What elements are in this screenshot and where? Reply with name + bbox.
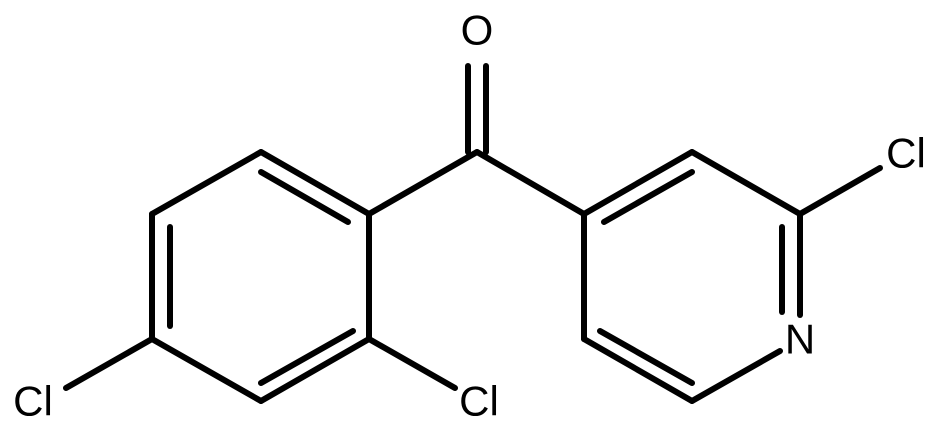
pyridine-bond-c3-c2: [689, 149, 803, 217]
carbonyl-to-pyridine-bond: [474, 149, 587, 217]
pyridine-inner-bond-1: [601, 169, 695, 225]
benzene-inner-bond-1: [258, 328, 356, 386]
pyridine-bond-n-c6: [689, 348, 783, 404]
pyridine-bond-c4-c3: [581, 149, 695, 217]
benzene-inner-bond-3: [258, 169, 351, 225]
chloropyridine-ring: [581, 149, 883, 404]
benzene-bond-c6-c1: [258, 149, 372, 217]
ortho-chlorine-label: Cl: [459, 378, 499, 425]
ortho-chlorine-bond: [366, 336, 458, 391]
benzene-bond-c3-c4: [149, 336, 264, 404]
para-chlorine-label: Cl: [13, 378, 53, 425]
benzene-bond-c5-c6: [149, 149, 264, 217]
pyridine-chlorine-bond: [797, 165, 883, 217]
benzene-bond-c2-c3: [258, 336, 372, 404]
pyridine-inner-bond-3: [597, 328, 695, 386]
dichlorophenyl-ring: [63, 149, 458, 404]
pyridine-chlorine-label: Cl: [886, 130, 926, 177]
carbonyl-to-benzene-bond: [366, 149, 480, 217]
pyridine-bond-c6-c5: [581, 336, 695, 404]
oxygen-label: O: [461, 7, 494, 54]
para-chlorine-bond: [63, 336, 155, 391]
carbonyl-group: [366, 63, 587, 217]
pyridine-nitrogen-label: N: [785, 316, 815, 363]
